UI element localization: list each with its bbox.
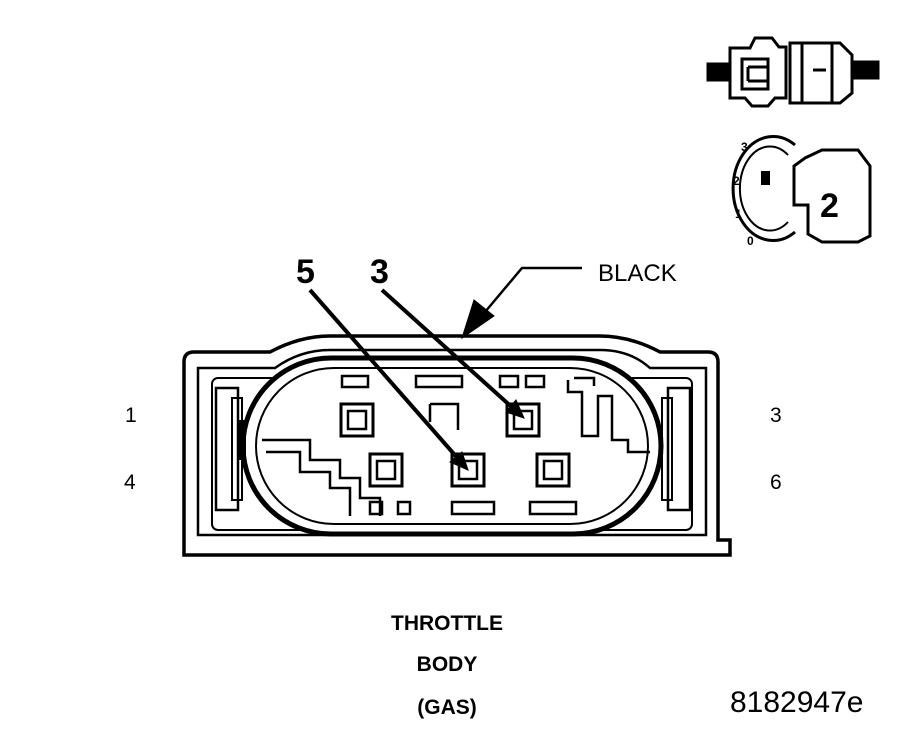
callout-color-label: BLACK xyxy=(598,260,677,287)
connector-icon xyxy=(706,36,880,108)
callout-cavity-5: 5 xyxy=(296,253,315,291)
dial-selected-number: 2 xyxy=(820,187,839,225)
callout-leader-lines xyxy=(308,266,582,471)
dial-tick-3: 3 xyxy=(741,140,748,154)
connector-keying xyxy=(262,374,650,516)
leader-line-cavity-5 xyxy=(308,288,463,464)
arrowhead-black xyxy=(461,299,495,340)
leader-line-cavity-3 xyxy=(380,288,517,412)
cavity-pin-1 xyxy=(339,402,375,438)
figure-id: 8182947e xyxy=(730,686,863,719)
connector-housing xyxy=(182,334,732,557)
cavity-pin-3 xyxy=(505,402,541,438)
dial-tick-1: 1 xyxy=(735,207,742,221)
caption-line-2: BODY xyxy=(417,653,478,676)
pin-cavities xyxy=(339,402,571,488)
caption-line-3: (GAS) xyxy=(417,696,477,719)
pin-number-top-right: 3 xyxy=(770,404,782,427)
pin-number-bottom-left: 4 xyxy=(124,471,136,494)
arrowhead-cavity-5 xyxy=(449,451,469,471)
pin-number-bottom-right: 6 xyxy=(770,471,782,494)
callout-cavity-3: 3 xyxy=(370,253,389,291)
view-dial-icon: 3 2 1 0 2 xyxy=(731,135,872,248)
dial-tick-2: 2 xyxy=(733,174,740,188)
caption-line-1: THROTTLE xyxy=(391,612,503,635)
arrowhead-cavity-3 xyxy=(505,399,525,419)
cavity-pin-6 xyxy=(535,452,571,488)
cavity-pin-5 xyxy=(450,452,486,488)
cavity-pin-4 xyxy=(368,452,404,488)
pin-number-top-left: 1 xyxy=(125,404,137,427)
leader-line-black xyxy=(479,266,582,319)
dial-tick-0: 0 xyxy=(747,234,754,248)
